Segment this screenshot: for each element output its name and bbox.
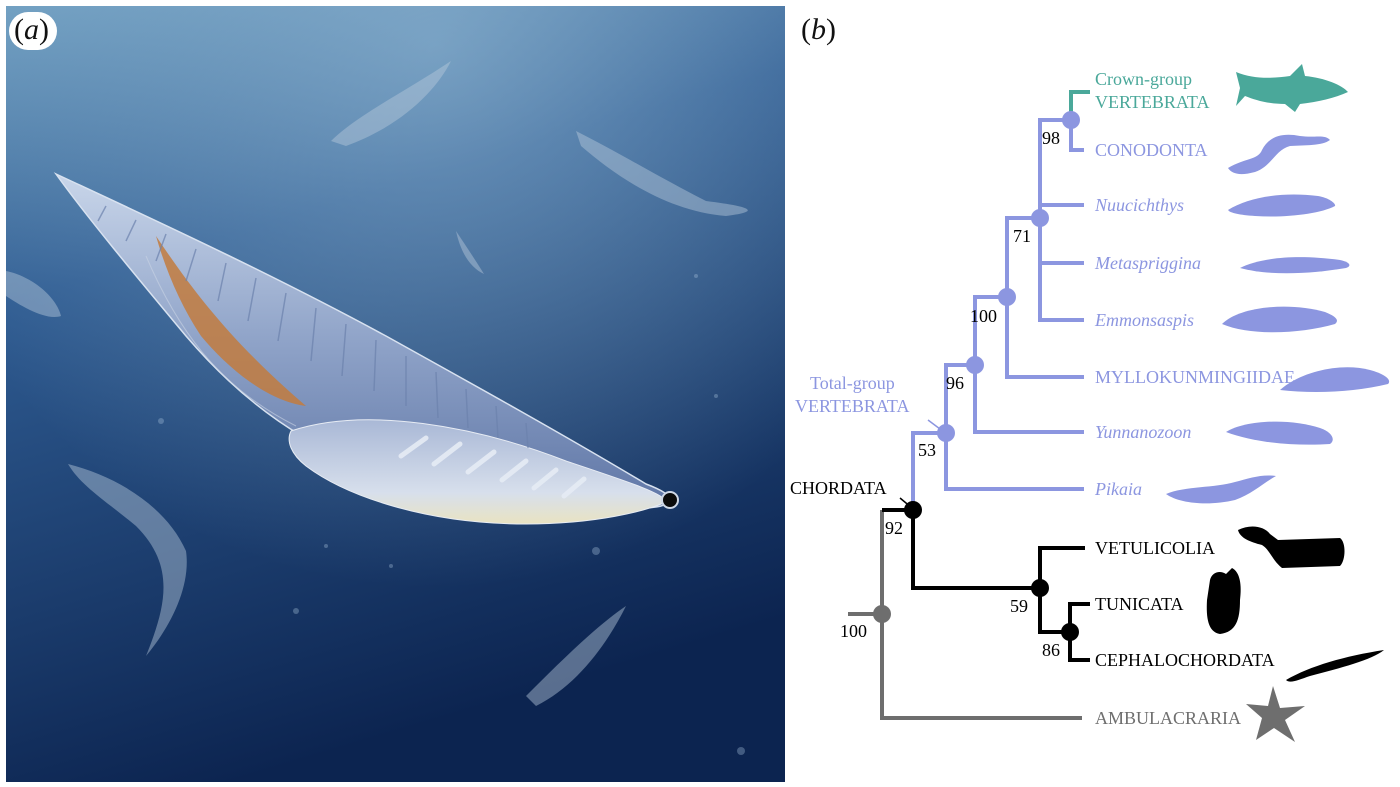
taxon-labels: CONODONTA Nuucichthys Metaspriggina Emmo… — [1094, 140, 1295, 728]
support-98: 98 — [1042, 128, 1060, 148]
total-group-label-line2: VERTEBRATA — [795, 396, 909, 416]
total-group-pointer — [927, 419, 945, 433]
background-animal — [68, 464, 187, 656]
branch-total-group-stem — [911, 431, 946, 510]
branch-to-n71 — [1005, 216, 1040, 297]
node-86 — [1061, 623, 1079, 641]
branch-emmonsaspis — [1038, 218, 1084, 322]
support-92: 92 — [885, 518, 903, 538]
silhouettes — [1166, 64, 1390, 742]
support-71: 71 — [1013, 226, 1031, 246]
taxon-ambulacraria: AMBULACRARIA — [1095, 708, 1241, 728]
taxon-conodonta: CONODONTA — [1095, 140, 1208, 160]
taxon-cephalochordata: CEPHALOCHORDATA — [1095, 650, 1275, 670]
node-53 — [937, 424, 955, 442]
panel-a-label: (a) — [9, 12, 57, 50]
tree-nodes — [873, 111, 1080, 641]
particles — [158, 274, 745, 755]
eye — [661, 491, 679, 509]
crown-group-label-line1: Crown-group — [1095, 69, 1192, 89]
taxon-nuucichthys: Nuucichthys — [1094, 195, 1184, 215]
vetulicolia-silhouette — [1238, 526, 1345, 568]
taxon-vetulicolia: VETULICOLIA — [1095, 538, 1215, 558]
node-98 — [1062, 111, 1080, 129]
node-100 — [998, 288, 1016, 306]
background-animals — [6, 61, 748, 706]
branch-ambulacraria — [848, 612, 1082, 720]
node-92 — [904, 501, 922, 519]
branch-crown-vertebrata — [1069, 90, 1090, 120]
total-group-label-line1: Total-group — [810, 373, 895, 393]
reconstruction-scene — [6, 6, 785, 782]
taxon-myllokunmingiidae: MYLLOKUNMINGIIDAE — [1095, 367, 1295, 387]
emmonsaspis-silhouette — [1222, 306, 1337, 333]
ventral-fin — [288, 419, 667, 525]
support-59: 59 — [1010, 596, 1028, 616]
branch-pikaia — [944, 433, 1084, 491]
crown-group-label-line2: VERTEBRATA — [1095, 92, 1209, 112]
node-root-100 — [873, 605, 891, 623]
branch-cephalochordata — [1068, 632, 1090, 662]
myllokunmingiidae-silhouette — [1280, 367, 1390, 392]
myomeres — [97, 205, 529, 449]
support-86: 86 — [1042, 640, 1060, 660]
gill-slits — [398, 435, 587, 499]
branch-vetulicolia — [1038, 546, 1085, 588]
taxon-tunicata: TUNICATA — [1095, 594, 1184, 614]
reconstruction-illustration — [6, 6, 785, 782]
tree-branches — [848, 90, 1090, 720]
node-59 — [1031, 579, 1049, 597]
branch-to-n96 — [944, 363, 975, 433]
node-71 — [1031, 209, 1049, 227]
background-animal — [6, 271, 61, 317]
clade-labels: Crown-group VERTEBRATA Total-group VERTE… — [790, 69, 1209, 498]
taxon-metaspriggina: Metaspriggina — [1094, 253, 1201, 273]
shark-silhouette — [1236, 64, 1348, 112]
panel-b-label: (b) — [801, 13, 836, 46]
background-animal — [526, 606, 626, 706]
taxon-emmonsaspis: Emmonsaspis — [1094, 310, 1194, 330]
chordata-pointer — [899, 497, 913, 509]
main-animal — [53, 172, 679, 525]
tentacle — [145, 255, 297, 427]
branch-to-n100 — [973, 295, 1007, 365]
tunicata-silhouette — [1206, 568, 1241, 634]
nuucichthys-silhouette — [1228, 194, 1336, 217]
starfish-silhouette — [1246, 686, 1305, 742]
branch-yunnanozoon — [973, 365, 1084, 434]
conodont-silhouette — [1228, 134, 1330, 175]
taxon-yunnanozoon: Yunnanozoon — [1095, 422, 1191, 442]
background-animal — [331, 61, 451, 146]
background-animal — [456, 231, 484, 274]
chordata-label: CHORDATA — [790, 478, 887, 498]
support-96: 96 — [946, 373, 964, 393]
yunnanozoon-silhouette — [1226, 421, 1333, 445]
branch-tunicata — [1068, 602, 1090, 632]
cephalochordata-silhouette — [1286, 650, 1384, 682]
background-animal — [576, 131, 748, 216]
metaspriggina-silhouette — [1240, 257, 1350, 274]
support-100: 100 — [970, 306, 997, 326]
branch-nuucichthys — [1038, 203, 1084, 218]
support-53: 53 — [918, 440, 936, 460]
taxon-pikaia: Pikaia — [1094, 479, 1142, 499]
branch-to-n98 — [1038, 118, 1071, 218]
pikaia-silhouette — [1166, 475, 1276, 504]
branch-myllokunmingiidae — [1005, 297, 1084, 379]
support-root-100: 100 — [840, 621, 867, 641]
branch-conodonta — [1069, 120, 1084, 152]
support-values: 98 71 100 96 53 92 59 86 100 — [840, 128, 1060, 660]
branch-to-olfactores — [1038, 588, 1070, 634]
branch-to-tunicata-group — [911, 510, 1040, 590]
node-96 — [966, 356, 984, 374]
